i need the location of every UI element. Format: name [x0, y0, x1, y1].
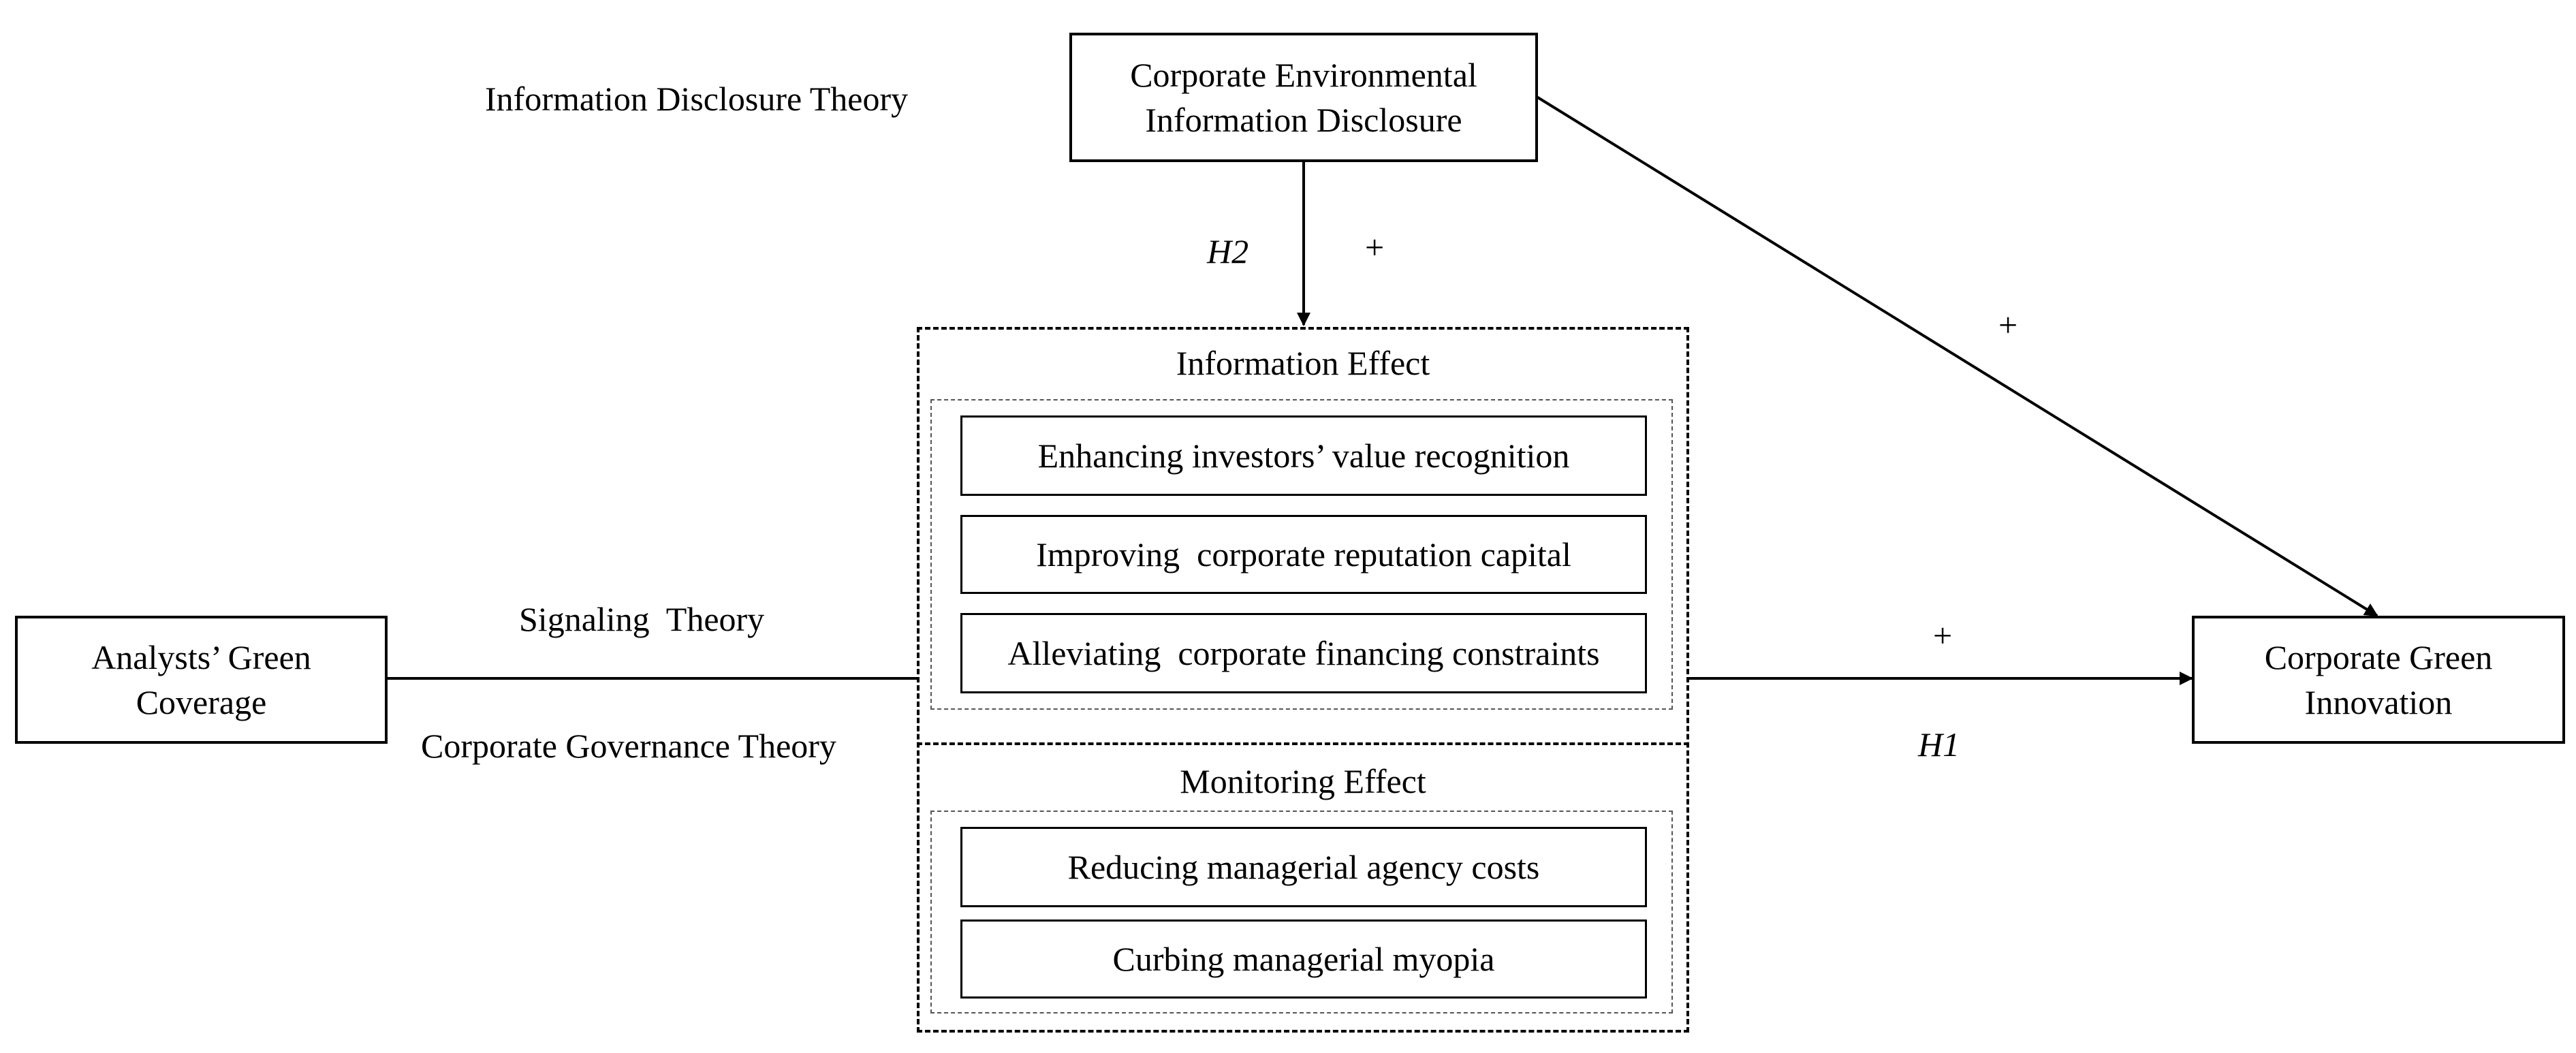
environmental-disclosure-box: Corporate Environmental Information Disc…	[1069, 33, 1538, 162]
monitoring-effect-group	[930, 811, 1673, 1013]
information-disclosure-theory-label: Information Disclosure Theory	[485, 80, 909, 118]
information-effect-item-3: Alleviating corporate financing constrai…	[960, 613, 1647, 693]
information-effect-group	[930, 399, 1673, 710]
analysts-green-coverage-label: Analysts’ Green Coverage	[91, 638, 311, 721]
monitoring-effect-title: Monitoring Effect	[1180, 762, 1426, 800]
corporate-governance-theory-label: Corporate Governance Theory	[421, 727, 836, 765]
h1-label: H1	[1918, 725, 1960, 764]
h2-sign: +	[1365, 228, 1385, 266]
monitoring-effect-item-1: Reducing managerial agency costs	[960, 827, 1647, 907]
information-effect-item-2: Improving corporate reputation capital	[960, 515, 1647, 594]
analysts-green-coverage-box: Analysts’ Green Coverage	[15, 616, 388, 744]
h2-label: H2	[1207, 232, 1249, 270]
information-effect-item-1: Enhancing investors’ value recognition	[960, 415, 1647, 496]
signaling-theory-label: Signaling Theory	[519, 600, 765, 638]
effect-divider	[917, 742, 1689, 745]
mechanism-container	[917, 327, 1689, 1033]
h1-sign: +	[1933, 616, 1953, 655]
diagonal-sign: +	[1998, 306, 2018, 344]
information-effect-title: Information Effect	[1176, 344, 1430, 382]
environmental-disclosure-label: Corporate Environmental Information Disc…	[1130, 56, 1477, 139]
disclosure-to-innovation-arrow	[1535, 95, 2378, 617]
green-innovation-box: Corporate Green Innovation	[2192, 616, 2565, 744]
monitoring-effect-item-2: Curbing managerial myopia	[960, 920, 1647, 999]
green-innovation-label: Corporate Green Innovation	[2264, 638, 2493, 721]
